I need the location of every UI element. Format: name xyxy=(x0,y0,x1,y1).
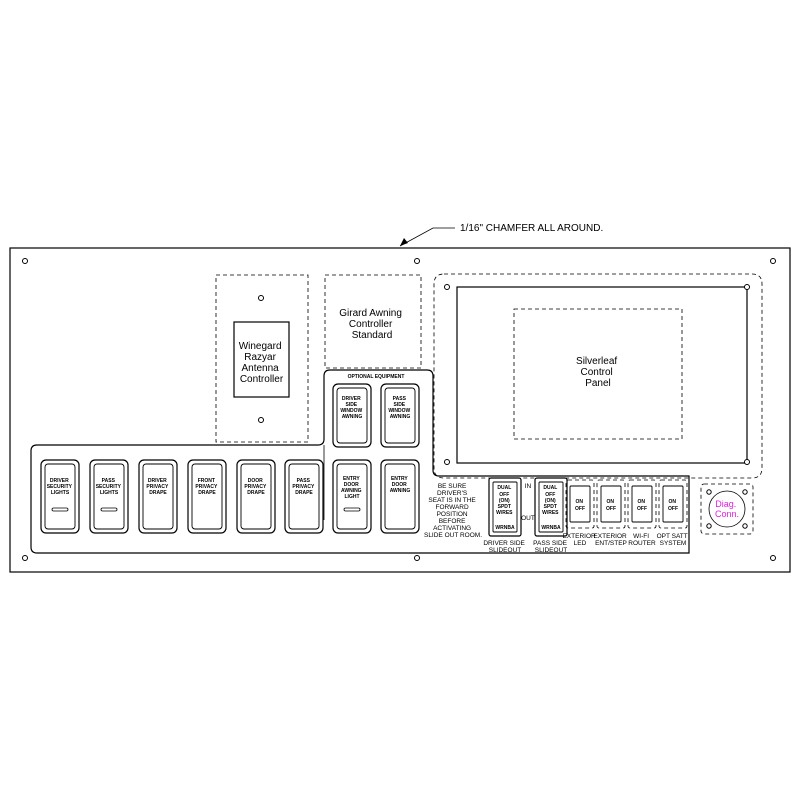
panel-outline xyxy=(9,247,791,573)
silverleaf-control-panel: Silverleaf Control Panel xyxy=(433,273,763,479)
svg-text:ENTRY DOOR AWNING: ENTRY DOOR AWNING xyxy=(390,476,411,494)
girard-label-line: Girard Awning xyxy=(339,308,402,319)
onoff-switch[interactable]: ON OFF xyxy=(596,479,626,529)
indicator-lamp xyxy=(343,507,361,512)
mounting-hole xyxy=(770,555,776,561)
mounting-hole xyxy=(22,258,28,264)
indicator-lamp xyxy=(51,507,69,512)
onoff-switch-label: OPT SATT SYSTEM xyxy=(657,533,690,547)
svg-text:FRONT PRIVACY DRAP: FRONT PRIVACY DRAPE xyxy=(195,478,218,496)
diag-label-line: Diag. xyxy=(715,499,736,509)
diag-label-line: Conn. xyxy=(715,509,739,519)
onoff-switch-label: WI-FI ROUTER xyxy=(628,533,656,547)
svg-text:DRIVER PRIVACY DRA: DRIVER PRIVACY DRAPE xyxy=(146,478,169,496)
silverleaf-label-line: Panel xyxy=(585,378,611,389)
winegard-controller-area: Winegard Razyar Antenna Controller xyxy=(215,274,309,443)
slideout-out-label: OUT xyxy=(521,515,535,522)
svg-text:Winegard Razyar An: Winegard Razyar Antenna Controller xyxy=(239,341,285,385)
optional-equipment-title: OPTIONAL EQUIPMENT xyxy=(348,374,405,380)
silverleaf-label-line: Control xyxy=(580,367,612,378)
onoff-switch[interactable]: ON OFF xyxy=(627,479,657,529)
chamfer-callout: 1/16" CHAMFER ALL AROUND. xyxy=(399,223,603,247)
svg-text:PASS PRIVACY DRAPE: PASS PRIVACY DRAPE xyxy=(292,478,315,496)
slideout-in-label: IN xyxy=(525,483,532,490)
svg-text:DRIVER SECURITY LI: DRIVER SECURITY LIGHTS xyxy=(47,478,74,496)
silverleaf-label-line: Silverleaf xyxy=(576,356,617,367)
rocker-switch[interactable]: PASS PRIVACY DRAPE xyxy=(284,459,324,534)
svg-text:ON OFF: ON OFF xyxy=(606,499,616,512)
switch-bank-outline xyxy=(30,369,690,554)
svg-text:ON OFF: ON OFF xyxy=(575,499,585,512)
chamfer-note: 1/16" CHAMFER ALL AROUND. xyxy=(460,223,603,234)
svg-text:ON OFF: ON OFF xyxy=(637,499,647,512)
diagnostic-connector[interactable]: Diag. Conn. xyxy=(700,483,754,535)
onoff-switch-label: EXTERIOR ENT/STEP xyxy=(593,533,628,547)
svg-text:ON OFF: ON OFF xyxy=(668,499,678,512)
rocker-switch[interactable]: DOOR PRIVACY DRAPE xyxy=(236,459,276,534)
slideout-switch[interactable]: DUAL OFF (ON) SPDT W/RES WRNBA xyxy=(488,477,522,537)
svg-text:PASS SECURITY LIGH: PASS SECURITY LIGHTS xyxy=(96,478,123,496)
mounting-hole xyxy=(770,258,776,264)
rocker-switch[interactable]: FRONT PRIVACY DRAPE xyxy=(187,459,227,534)
rocker-switch[interactable]: DRIVER PRIVACY DRAPE xyxy=(138,459,178,534)
girard-label-line: Controller xyxy=(349,319,393,330)
svg-text:ENTRY DOOR AWNING: ENTRY DOOR AWNING LIGHT xyxy=(341,476,363,500)
mounting-hole xyxy=(414,258,420,264)
slideout-warning-note: BE SURE DRIVER'S SEAT IS IN THE FORWARD … xyxy=(424,483,482,539)
rocker-switch[interactable]: DRIVER SECURITY LIGHTS xyxy=(40,459,80,534)
svg-text:DRIVER SIDE WINDOW: DRIVER SIDE WINDOW AWNING xyxy=(340,396,363,420)
winegard-label-line: Antenna xyxy=(241,363,279,374)
mounting-hole xyxy=(22,555,28,561)
girard-label-line: Standard xyxy=(352,330,393,341)
mounting-holes xyxy=(22,258,776,561)
svg-text:PASS SIDE WINDOW: PASS SIDE WINDOW AWNING xyxy=(388,396,411,420)
rocker-switch[interactable]: ENTRY DOOR AWNING xyxy=(380,459,420,534)
winegard-label-line: Razyar xyxy=(244,352,276,363)
optional-switch[interactable]: DRIVER SIDE WINDOW AWNING xyxy=(332,383,372,448)
svg-text:Silverleaf Control: Silverleaf Control Panel xyxy=(576,356,620,389)
svg-text:DOOR PRIVACY DRAPE: DOOR PRIVACY DRAPE xyxy=(244,478,267,496)
rocker-switch[interactable]: PASS SECURITY LIGHTS xyxy=(89,459,129,534)
svg-text:Girard Awning Controller: Girard Awning Controller Standard xyxy=(339,308,404,341)
onoff-switch-label: EXTERIOR LED xyxy=(562,533,597,547)
girard-controller-area: Girard Awning Controller Standard xyxy=(324,274,422,369)
winegard-label-line: Winegard xyxy=(239,341,282,352)
winegard-label-line: Controller xyxy=(240,374,284,385)
svg-text:Diag. Conn.: Diag. Conn. xyxy=(715,499,739,519)
slideout-switch-label: DRIVER SIDE SLIDEOUT xyxy=(483,540,526,554)
onoff-switch[interactable]: ON OFF xyxy=(658,479,688,529)
mounting-hole xyxy=(414,555,420,561)
svg-text:DUAL OFF (ON): DUAL OFF (ON) SPDT W/RES WRNBA xyxy=(495,485,515,531)
optional-switch[interactable]: PASS SIDE WINDOW AWNING xyxy=(380,383,420,448)
svg-text:DUAL OFF (ON): DUAL OFF (ON) SPDT W/RES WRNBA xyxy=(541,485,561,531)
onoff-switch[interactable]: ON OFF xyxy=(565,479,595,529)
slideout-switch[interactable]: DUAL OFF (ON) SPDT W/RES WRNBA xyxy=(534,477,568,537)
slideout-switch-label: PASS SIDE SLIDEOUT xyxy=(533,540,569,554)
indicator-lamp xyxy=(100,507,118,512)
rocker-switch[interactable]: ENTRY DOOR AWNING LIGHT xyxy=(332,459,372,534)
